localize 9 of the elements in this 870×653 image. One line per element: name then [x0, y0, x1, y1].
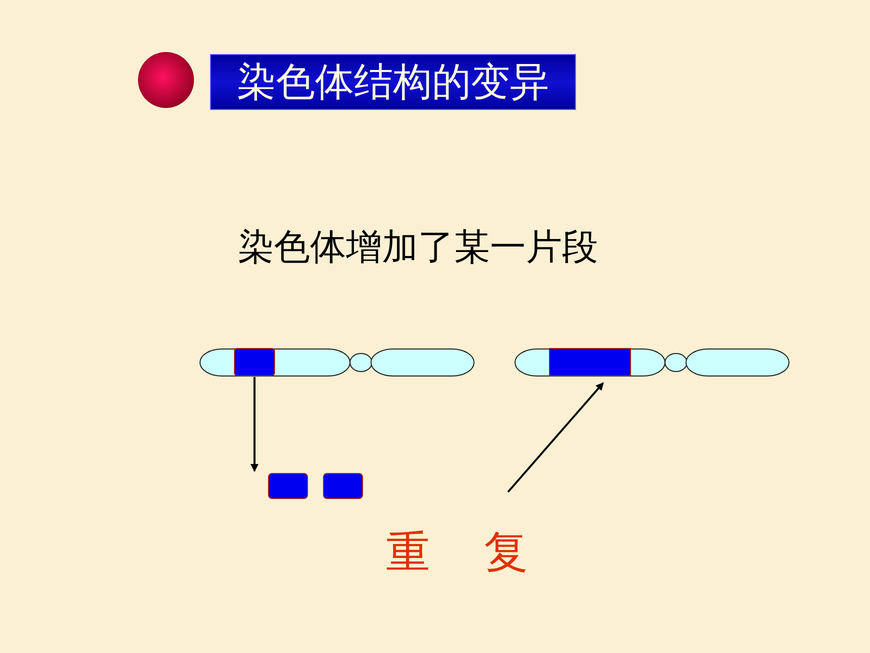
segment-box	[323, 473, 363, 499]
term-label: 重 复	[386, 527, 528, 580]
arrow	[507, 382, 604, 493]
segment-box	[268, 473, 308, 499]
segment-box	[549, 348, 631, 376]
description-text: 染色体增加了某一片段	[238, 226, 598, 270]
segment-box	[234, 348, 275, 376]
title-banner: 染色体结构的变异	[210, 54, 576, 110]
arrow	[250, 377, 258, 472]
